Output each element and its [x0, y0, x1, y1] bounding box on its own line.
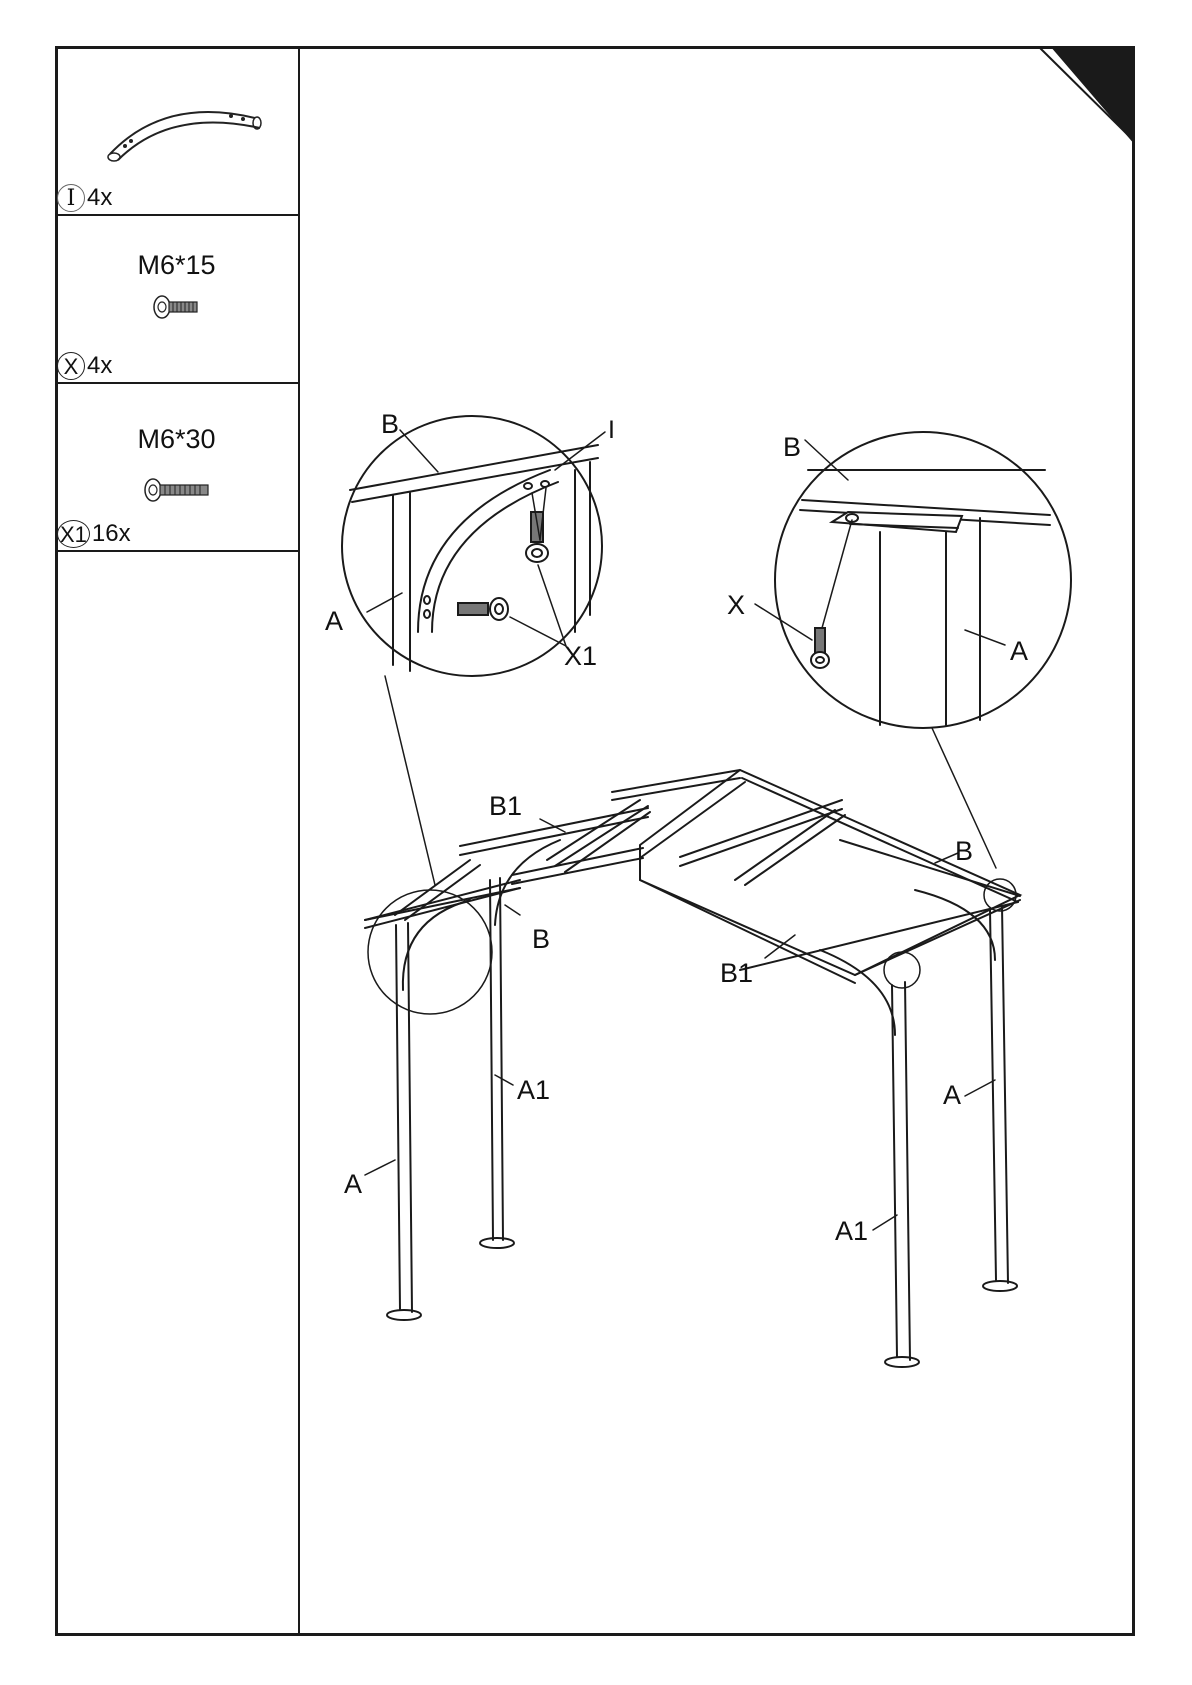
callout-right-b: B: [783, 432, 801, 462]
callout-right-x: X: [727, 590, 745, 620]
gazebo-frame-drawing: [365, 770, 1020, 1367]
callout-frame-a1-right: A1: [835, 1216, 868, 1246]
callout-frame-a-left: A: [344, 1169, 362, 1199]
callout-frame-b-left: B: [532, 924, 550, 954]
callout-left-i: I: [608, 416, 615, 444]
callout-frame-b1-top: B1: [489, 791, 522, 821]
callout-frame-a1-left: A1: [517, 1075, 550, 1105]
callout-right-a: A: [1010, 636, 1028, 666]
callout-left-b: B: [381, 409, 399, 439]
callout-left-x1: X1: [564, 641, 597, 671]
callout-frame-a-right: A: [943, 1080, 961, 1110]
callout-left-a: A: [325, 606, 343, 636]
callout-frame-b-right: B: [955, 836, 973, 866]
callout-frame-b1-bottom: B1: [720, 958, 753, 988]
